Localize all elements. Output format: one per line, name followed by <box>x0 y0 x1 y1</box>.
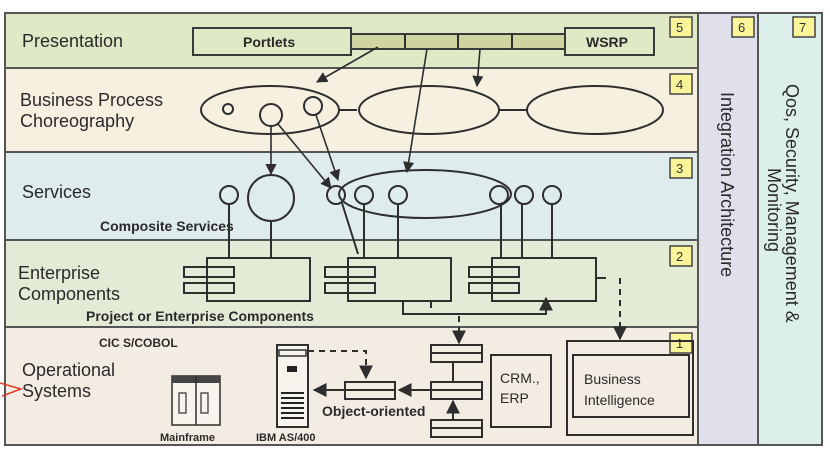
process-ellipse-3 <box>526 85 664 135</box>
badge-1: 1 <box>669 332 693 354</box>
badge-4: 4 <box>669 73 693 95</box>
component-1 <box>183 257 311 302</box>
qos-label-1: Qos, Security, Management & <box>782 84 802 323</box>
layer-label-choreography-1: Business Process <box>20 90 163 110</box>
layer-label-operational-1: Operational <box>22 360 115 380</box>
layer-label-operational-2: Systems <box>22 381 91 401</box>
red-pointer-icon <box>0 382 24 397</box>
badge-2: 2 <box>669 245 693 267</box>
portlets-label: Portlets <box>243 34 295 50</box>
layer-services <box>4 151 699 241</box>
svg-text:7: 7 <box>799 20 806 35</box>
column-integration <box>697 12 759 446</box>
svg-text:3: 3 <box>676 161 683 176</box>
as400-server-icon <box>276 344 309 428</box>
portlets-box <box>192 27 352 56</box>
project-components-label: Project or Enterprise Components <box>86 308 314 324</box>
badge-5: 5 <box>669 16 693 38</box>
cics-cobol-label: CIC S/COBOL <box>99 336 178 350</box>
layer-label-components-1: Enterprise <box>18 263 100 283</box>
composite-service-ellipse <box>338 169 512 219</box>
wsrp-label: WSRP <box>586 34 628 50</box>
bi-label-2: Intelligence <box>584 392 655 408</box>
wsrp-box <box>564 27 655 56</box>
integration-architecture-label: Integration Architecture <box>717 92 737 277</box>
erp-label: ERP <box>500 390 529 406</box>
mainframe-label: Mainframe <box>160 432 215 444</box>
layer-label-choreography-2: Choreography <box>20 111 134 131</box>
layer-label-components-2: Components <box>18 284 120 304</box>
svg-text:6: 6 <box>738 20 745 35</box>
layer-label-services: Services <box>22 182 91 202</box>
layer-operational <box>4 326 699 446</box>
as400-label: IBM AS/400 <box>256 432 316 444</box>
message-queue-stack <box>430 344 483 438</box>
svg-text:1: 1 <box>676 336 683 351</box>
svg-text:5: 5 <box>676 20 683 35</box>
badge-6: 6 <box>731 16 755 38</box>
crm-erp-box <box>490 354 552 428</box>
column-qos <box>757 12 823 446</box>
bi-label-1: Business <box>584 371 641 387</box>
composite-services-label: Composite Services <box>100 218 234 234</box>
mainframe-icon <box>171 375 221 426</box>
badge-7: 7 <box>792 16 816 38</box>
svg-text:4: 4 <box>676 77 683 92</box>
layer-label-presentation: Presentation <box>22 31 123 51</box>
qos-label-2: Monitoring <box>764 168 784 252</box>
object-oriented-label: Object-oriented <box>322 403 425 419</box>
component-2 <box>324 257 452 302</box>
crm-label: CRM., <box>500 370 540 386</box>
badge-3: 3 <box>669 157 693 179</box>
business-intelligence-box <box>566 340 694 436</box>
svg-text:2: 2 <box>676 249 683 264</box>
